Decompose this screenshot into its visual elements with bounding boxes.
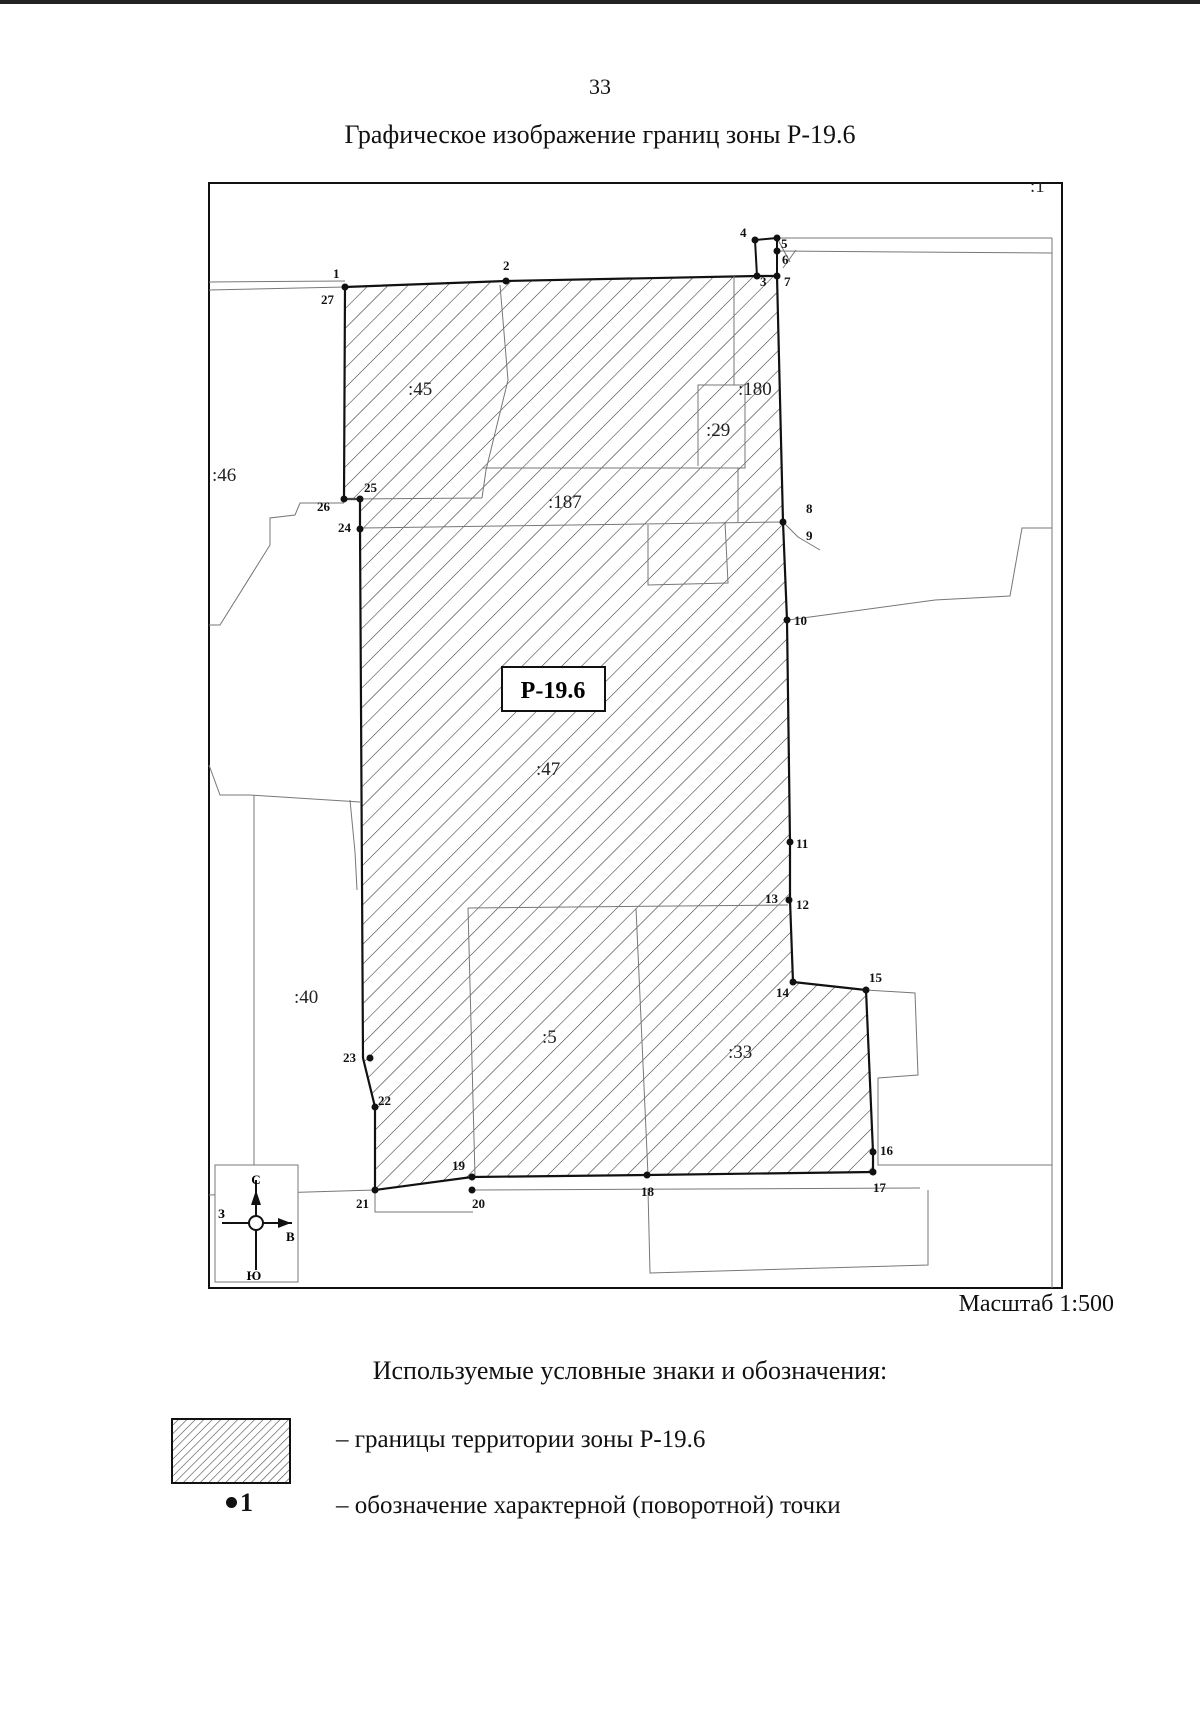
point-label: 11	[796, 836, 808, 851]
compass-east: В	[286, 1229, 295, 1244]
turning-point	[366, 1054, 374, 1062]
compass-south: Ю	[247, 1268, 262, 1283]
parcel-label: :180	[738, 379, 772, 400]
legend-point-marker: 1	[226, 1488, 253, 1518]
turning-point	[356, 525, 364, 533]
parcel-label: :33	[728, 1042, 752, 1063]
north-arrow-icon	[251, 1190, 261, 1205]
turning-point	[371, 1186, 379, 1194]
turning-point	[773, 272, 781, 280]
turning-point	[773, 234, 781, 242]
point-label: 19	[452, 1158, 466, 1173]
parcel-label: :47	[536, 759, 560, 780]
point-label: 25	[364, 480, 378, 495]
turning-point	[502, 277, 510, 285]
parcel-label: :187	[548, 492, 582, 513]
compass-west: З	[218, 1206, 225, 1221]
zone-label-box	[501, 666, 606, 712]
page-number: 33	[589, 74, 611, 99]
legend-point-number: 1	[240, 1488, 253, 1517]
compass-rose: С Ю З В	[214, 1164, 299, 1283]
map-scale: Масштаб 1:500	[958, 1291, 1114, 1317]
parcel-label: :1	[1030, 182, 1045, 197]
point-label: 14	[776, 985, 790, 1000]
turning-point	[869, 1148, 877, 1156]
parcel-label: :40	[294, 987, 318, 1008]
turning-point	[643, 1171, 651, 1179]
point-labels: 1 2 3 4 5 6 7 8 9 10 11 12 13 14 15 16 1…	[317, 225, 894, 1211]
point-label: 3	[760, 274, 767, 289]
point-label: 20	[472, 1196, 485, 1211]
parcel-labels: :1 :45 :180 :29 :46 :187 :47 :40 :5 :33	[212, 176, 1045, 1063]
turning-point	[786, 838, 794, 846]
legend-hatched-swatch-icon	[171, 1418, 291, 1484]
compass-north: С	[251, 1172, 260, 1187]
parcel-label: :29	[706, 420, 730, 441]
map-title: Графическое изображение границ зоны Р-19…	[344, 120, 856, 149]
turning-point	[862, 986, 870, 994]
point-label: 22	[378, 1093, 391, 1108]
turning-point	[751, 236, 759, 244]
point-label: 2	[503, 258, 510, 273]
legend-zone-text: – границы территории зоны Р-19.6	[336, 1426, 706, 1453]
point-label: 5	[781, 236, 788, 251]
point-label: 6	[782, 252, 789, 267]
parcel-label: :46	[212, 465, 236, 486]
point-label: 15	[869, 970, 883, 985]
turning-point	[783, 616, 791, 624]
turning-point	[356, 495, 364, 503]
turning-point	[468, 1173, 476, 1181]
zone-boundary-notch	[753, 236, 778, 277]
point-label: 1	[333, 266, 340, 281]
point-label: 24	[338, 520, 352, 535]
turning-points	[340, 234, 877, 1194]
point-label: 10	[794, 613, 807, 628]
page-top-rule	[0, 0, 1200, 4]
point-label: 8	[806, 501, 813, 516]
point-label: 26	[317, 499, 331, 514]
parcel-label: :5	[542, 1027, 557, 1048]
east-arrow-icon	[278, 1218, 291, 1228]
point-label: 21	[356, 1196, 369, 1211]
parcel-label: :45	[408, 379, 432, 400]
turning-point	[779, 518, 787, 526]
point-label: 12	[796, 897, 809, 912]
point-label: 27	[321, 292, 335, 307]
turning-point	[773, 247, 781, 255]
zone-boundary	[342, 274, 875, 1192]
compass-center-icon	[248, 1215, 264, 1231]
point-label: 7	[784, 274, 791, 289]
point-label: 9	[806, 528, 813, 543]
map-frame: Р-19.6 :1 :45 :180 :29 :46 :187 :47 :40 …	[208, 176, 1064, 1290]
turning-point	[785, 896, 793, 904]
turning-point	[468, 1186, 476, 1194]
turning-point	[341, 283, 349, 291]
zone-label: Р-19.6	[521, 678, 586, 704]
turning-point	[753, 272, 761, 280]
point-marker-icon	[226, 1497, 237, 1508]
point-label: 17	[873, 1180, 887, 1195]
point-label: 4	[740, 225, 747, 240]
map-border	[208, 182, 1063, 1289]
point-label: 13	[765, 891, 779, 906]
legend-heading: Используемые условные знаки и обозначени…	[372, 1356, 888, 1385]
point-label: 18	[641, 1184, 655, 1199]
legend-point-text: – обозначение характерной (поворотной) т…	[336, 1492, 841, 1519]
turning-point	[869, 1168, 877, 1176]
point-label: 23	[343, 1050, 357, 1065]
point-label: 16	[880, 1143, 894, 1158]
zone-map: Р-19.6 :1 :45 :180 :29 :46 :187 :47 :40 …	[208, 176, 1063, 1289]
turning-point	[371, 1103, 379, 1111]
turning-point	[789, 978, 797, 986]
turning-point	[340, 495, 348, 503]
